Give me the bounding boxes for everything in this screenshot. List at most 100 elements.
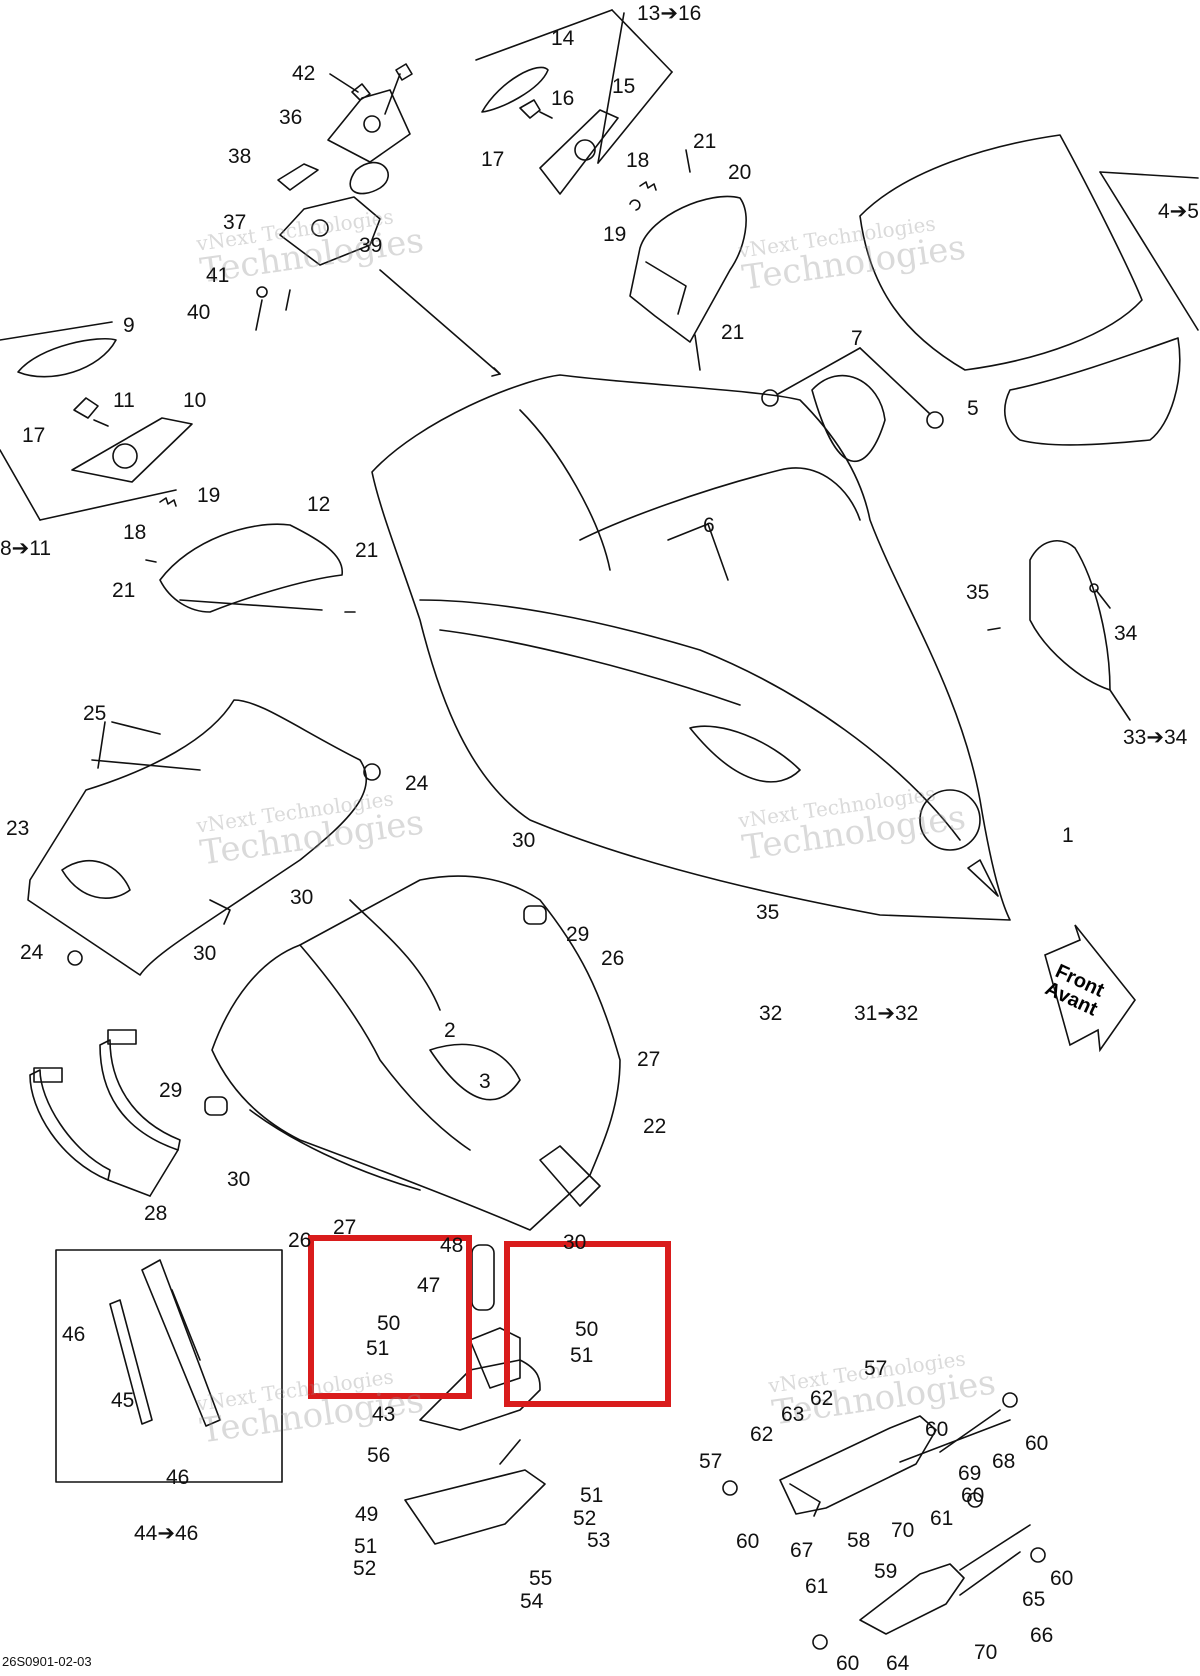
callout-70a: 70 (891, 1519, 915, 1542)
callout-19b: 19 (197, 484, 221, 507)
group-bracket-8-11 (0, 321, 177, 521)
callout-48: 48 (440, 1234, 464, 1257)
callout-14: 14 (551, 27, 575, 50)
callout-19a: 19 (603, 223, 627, 246)
vent-knob-16 (519, 99, 553, 119)
callout-46a: 46 (62, 1323, 86, 1346)
callout-49: 49 (355, 1503, 379, 1526)
highlight-boxes (308, 1235, 671, 1407)
callout-21a: 21 (693, 130, 717, 153)
callout-60a: 60 (925, 1418, 949, 1441)
callout-52a: 52 (573, 1507, 597, 1530)
callout-44-46: 44➔46 (134, 1522, 199, 1545)
grommet-7a (761, 389, 779, 407)
knob-11 (73, 397, 109, 427)
lens-9 (17, 337, 117, 378)
callout-66: 66 (1030, 1624, 1054, 1647)
callout-8-11: 8➔11 (0, 537, 52, 560)
callout-37: 37 (223, 211, 247, 234)
side-vent-33 (1029, 540, 1131, 721)
callout-18b: 18 (123, 521, 147, 544)
callout-58: 58 (847, 1529, 871, 1552)
plate-10 (71, 417, 193, 483)
callout-57a: 57 (864, 1357, 888, 1380)
rod-65 (959, 1551, 1021, 1596)
callout-35b: 35 (756, 901, 780, 924)
footrest-64 (859, 1524, 1031, 1635)
callout-3: 3 (479, 1070, 491, 1093)
callout-59: 59 (874, 1560, 898, 1583)
callout-21c: 21 (355, 539, 379, 562)
screw-35a (987, 627, 1001, 631)
plate-49 (404, 1439, 546, 1545)
callout-50b: 50 (575, 1318, 599, 1341)
callout-39: 39 (359, 234, 383, 257)
callout-54: 54 (520, 1590, 544, 1613)
screws-40-41 (255, 286, 291, 331)
callout-34: 34 (1114, 622, 1138, 645)
base-37 (279, 196, 381, 266)
callout-55: 55 (529, 1567, 553, 1590)
callout-60b: 60 (1025, 1432, 1049, 1455)
callout-51a: 51 (366, 1337, 390, 1360)
callout-51c: 51 (580, 1484, 604, 1507)
callout-6: 6 (703, 514, 715, 537)
grommet-24a (363, 763, 381, 781)
callout-62a: 62 (810, 1387, 834, 1410)
callout-46b: 46 (166, 1466, 190, 1489)
spring-18a (639, 181, 657, 191)
callout-16: 16 (551, 87, 575, 110)
callout-43: 43 (372, 1403, 396, 1426)
callout-64: 64 (886, 1652, 910, 1675)
windshield-4 (859, 134, 1199, 446)
callout-32: 32 (759, 1002, 783, 1025)
callout-30e: 30 (563, 1231, 587, 1254)
callout-35a: 35 (966, 581, 990, 604)
callout-41: 41 (206, 264, 230, 287)
callout-24a: 24 (405, 772, 429, 795)
clip-19a (629, 199, 641, 211)
callout-5: 5 (967, 397, 979, 420)
diagram-code: 26S0901-02-03 (2, 1654, 92, 1669)
latch-38 (277, 163, 319, 191)
callout-47: 47 (417, 1274, 441, 1297)
callout-17a: 17 (481, 148, 505, 171)
callout-68: 68 (992, 1450, 1016, 1473)
callout-60c: 60 (961, 1484, 985, 1507)
hood-1 (371, 374, 1011, 921)
callout-29a: 29 (566, 923, 590, 946)
callout-31-32: 31➔32 (854, 1002, 919, 1025)
leader-25 (97, 721, 161, 769)
callout-33-34: 33➔34 (1123, 726, 1188, 749)
callout-67: 67 (790, 1539, 814, 1562)
callout-1: 1 (1062, 824, 1074, 847)
callout-30d: 30 (227, 1168, 251, 1191)
callout-60f: 60 (836, 1652, 860, 1675)
callout-60e: 60 (1050, 1567, 1074, 1590)
callout-42: 42 (292, 62, 316, 85)
spring-39 (349, 161, 389, 195)
callout-50a: 50 (377, 1312, 401, 1335)
washers-60 (722, 1392, 1046, 1650)
windshield-small-part-14 (481, 66, 549, 113)
callout-13-16: 13➔16 (637, 2, 702, 25)
callout-23: 23 (6, 817, 30, 840)
leader-28 (107, 1149, 179, 1197)
callout-12: 12 (307, 493, 331, 516)
callout-10: 10 (183, 389, 207, 412)
vent-plate-15 (539, 109, 619, 195)
bumper-29b (204, 1096, 228, 1116)
cover-36 (327, 89, 411, 163)
front-arrow-icon (1044, 924, 1136, 1053)
callout-38: 38 (228, 145, 252, 168)
callout-57b: 57 (699, 1450, 723, 1473)
callout-15: 15 (612, 75, 636, 98)
callout-60d: 60 (736, 1530, 760, 1553)
grommet-7b (926, 411, 944, 429)
handle-45 (109, 1259, 221, 1427)
callout-70b: 70 (974, 1641, 998, 1664)
callout-40: 40 (187, 301, 211, 324)
highlight-box-right (504, 1241, 671, 1407)
strap-28a (29, 1067, 111, 1181)
